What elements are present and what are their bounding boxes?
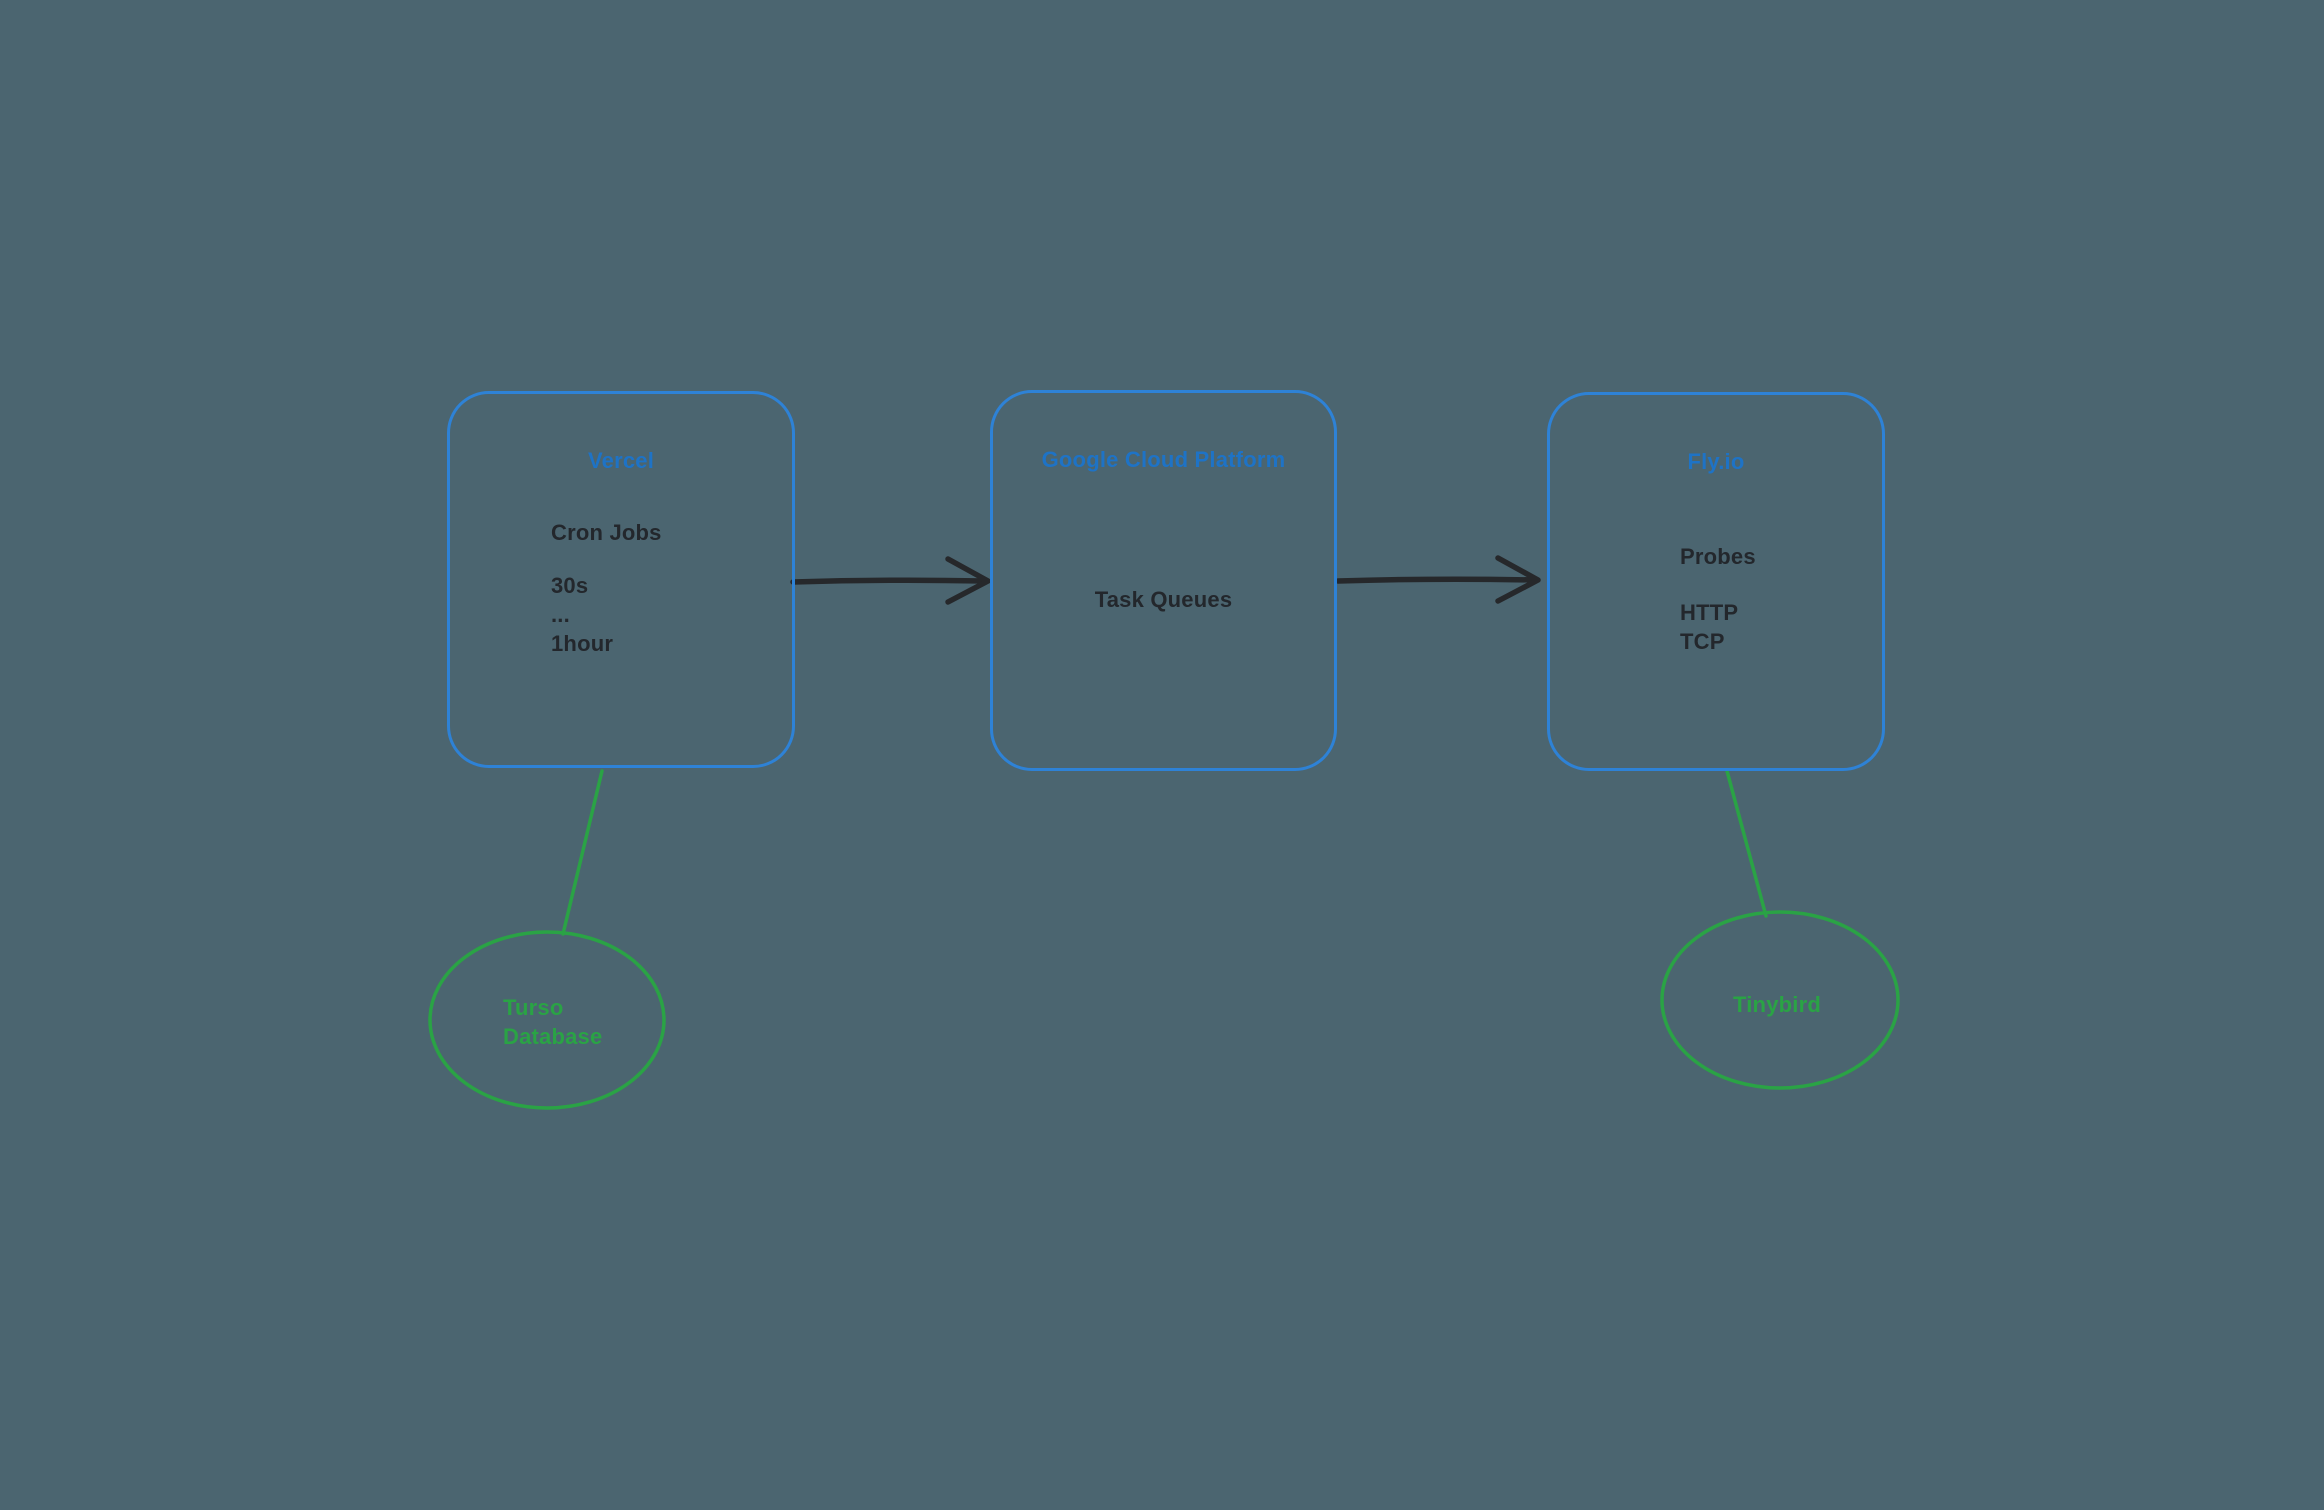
connector-flyio-to-tinybird [1725,769,1768,918]
node-gcp: Google Cloud Platform Task Queues [990,390,1337,771]
flyio-item-label: Probes [1680,544,1756,569]
arrow-gcp-to-flyio [1335,576,1537,584]
arrow-vercel-to-gcp [790,577,987,585]
vercel-interval: 30s [551,573,589,598]
node-vercel-body: Cron Jobs 30s ... 1hour [551,518,662,658]
ellipse-turso [428,930,666,1110]
spacer [1680,571,1756,598]
arrowhead-vercel-to-gcp [945,556,991,605]
node-vercel: Vercel Cron Jobs 30s ... 1hour [447,391,795,768]
node-flyio: Fly.io Probes HTTP TCP [1547,392,1885,771]
node-gcp-title: Google Cloud Platform [1041,447,1286,472]
tinybird-label: Tinybird [1733,992,1821,1017]
connector-vercel-to-turso [561,769,604,936]
arrowhead-gcp-to-flyio [1495,555,1541,604]
vercel-interval-ellipsis: ... [551,602,570,627]
node-gcp-body: Task Queues [993,585,1334,614]
ellipse-tinybird-label: Tinybird [1677,990,1877,1019]
node-vercel-title: Vercel [587,448,655,473]
node-flyio-title: Fly.io [1687,449,1745,474]
gcp-item-label: Task Queues [1094,587,1233,612]
vercel-interval: 1hour [551,631,614,656]
vercel-item-label: Cron Jobs [551,520,662,545]
ellipse-tinybird [1660,910,1900,1090]
node-flyio-body: Probes HTTP TCP [1680,542,1756,656]
flyio-protocol: HTTP [1680,600,1739,625]
ellipse-turso-label: Turso Database [503,993,602,1051]
turso-label-line1: Turso [503,995,564,1020]
turso-label-line2: Database [503,1024,603,1049]
flyio-protocol: TCP [1680,629,1725,654]
spacer [551,547,662,571]
